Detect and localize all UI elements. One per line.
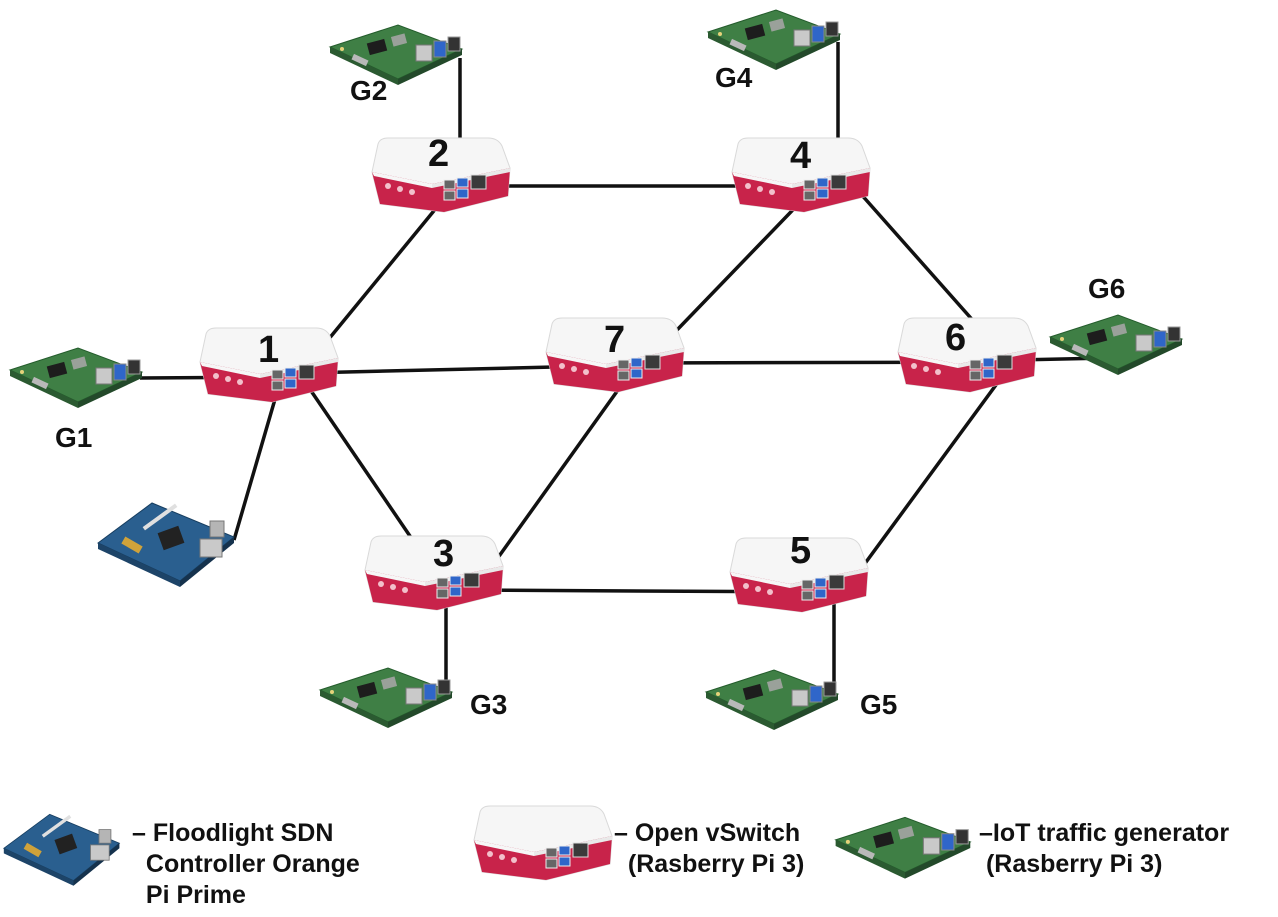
generator-label: G5: [860, 689, 897, 720]
switch-number: 1: [258, 329, 279, 371]
switch-number: 7: [604, 319, 625, 361]
legend-generator-icon: [835, 816, 971, 880]
switch-number: 4: [790, 135, 811, 177]
sdn-controller: [97, 502, 235, 588]
generator-label: G6: [1088, 273, 1125, 304]
switch-number: 3: [433, 533, 454, 575]
raspberry-pi-board-icon: [9, 347, 143, 409]
legend-controller-icon: [3, 813, 120, 887]
switch-sw6: 6: [897, 317, 1037, 393]
switch-sw3: 3: [364, 533, 504, 611]
legend-switch-icon: [473, 805, 613, 881]
raspberry-pi-board-icon: [707, 9, 841, 71]
switch-sw5: 5: [729, 530, 869, 613]
generator-label: G4: [715, 62, 753, 93]
generator-label: G3: [470, 689, 507, 720]
generator-g5: G5: [705, 669, 897, 731]
generator-g1: G1: [9, 347, 143, 453]
switch-case-icon: [897, 317, 1037, 393]
switch-sw7: 7: [545, 317, 685, 393]
generator-g4: G4: [707, 9, 841, 93]
link-sw1-controller: [232, 381, 282, 541]
generator-label: G2: [350, 75, 387, 106]
legend-generator-label: –IoT traffic generator (Rasberry Pi 3): [979, 819, 1230, 878]
orange-pi-board-icon: [97, 502, 235, 588]
generator-g2: G2: [329, 24, 463, 106]
legend-switch-label: – Open vSwitch (Rasberry Pi 3): [614, 819, 805, 878]
switch-number: 5: [790, 530, 811, 572]
switch-number: 6: [945, 317, 966, 359]
legend-controller-label: – Floodlight SDN Controller Orange Pi Pr…: [132, 819, 360, 909]
raspberry-pi-board-icon: [705, 669, 839, 731]
switch-sw2: 2: [371, 133, 511, 213]
switch-sw4: 4: [731, 135, 871, 213]
link-sw5-sw6: [856, 372, 1006, 575]
generator-g6: G6: [1049, 273, 1183, 376]
switch-sw1: 1: [199, 327, 339, 403]
raspberry-pi-board-icon: [319, 667, 453, 729]
generator-label: G1: [55, 422, 92, 453]
link-sw7-sw3: [480, 374, 630, 582]
switch-number: 2: [428, 133, 449, 175]
raspberry-pi-board-icon: [1049, 314, 1183, 376]
generator-g3: G3: [319, 667, 507, 729]
